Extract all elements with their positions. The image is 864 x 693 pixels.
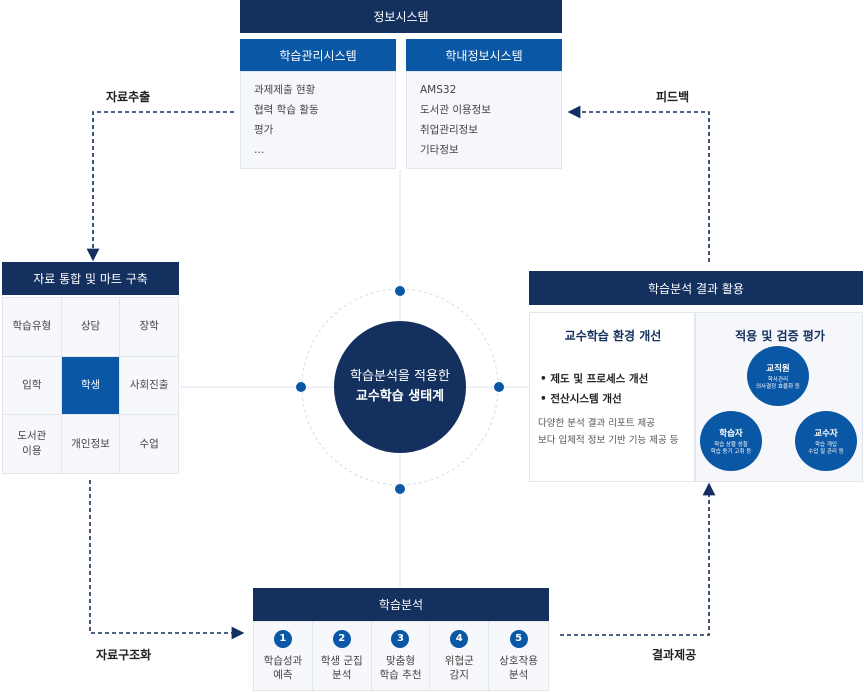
step-label: 학생 군집 (320, 655, 363, 667)
step-label: 상호작용 (499, 655, 538, 667)
step-label: 학습 추천 (379, 669, 422, 681)
improve-desc: 다양한 분석 결과 리포트 제공 보다 입체적 정보 기반 기능 제공 등 (538, 415, 678, 449)
step-label: 감지 (449, 669, 469, 681)
step-label: 위협군 (444, 655, 474, 667)
center-circle: 학습분석을 적용한 교수학습 생태계 (334, 321, 466, 453)
campus-header: 학내정보시스템 (406, 39, 562, 71)
list-item: • 전산시스템 개선 (540, 393, 622, 405)
analysis-steps: 1 학습성과 예측 2 학생 군집 분석 3 맞춤형 학습 추천 4 위협군 감… (253, 621, 549, 691)
bubble-title: 교수자 (814, 428, 838, 439)
list-item: 협력 학습 활동 (254, 104, 319, 116)
analysis-header: 학습분석 (253, 588, 549, 621)
analysis-step: 5 상호작용 분석 (489, 622, 548, 690)
step-number: 4 (450, 630, 469, 648)
improve-desc-line: 다양한 분석 결과 리포트 제공 (538, 418, 655, 429)
bubble-title: 교직원 (766, 363, 790, 374)
step-label: 분석 (332, 669, 352, 681)
ring-dot-right (494, 382, 504, 392)
list-item: … (254, 144, 265, 156)
lms-header: 학습관리시스템 (240, 39, 396, 71)
structure-label: 자료구조화 (96, 648, 152, 662)
mart-cell-learning-type: 학습유형 (3, 298, 62, 357)
bubble-text: 수업 질 관리 등 (808, 448, 844, 455)
list-item: • 제도 및 프로세스 개선 (540, 373, 649, 385)
lms-list: 과제제출 현황 협력 학습 활동 평가 … (240, 71, 396, 169)
result-arrow (560, 482, 716, 636)
bubble-text: 학습 동기 고취 등 (710, 448, 752, 455)
analysis-step: 3 맞춤형 학습 추천 (372, 622, 431, 690)
data-mart-header: 자료 통합 및 마트 구축 (2, 262, 179, 295)
improve-bullets: • 제도 및 프로세스 개선 • 전산시스템 개선 (540, 369, 648, 409)
mart-cell-career: 사회진출 (120, 356, 179, 416)
info-system-header: 정보시스템 (240, 0, 562, 33)
step-label: 분석 (508, 669, 529, 681)
mart-cell-admission: 입학 (3, 356, 62, 416)
mart-cell-class: 수업 (120, 415, 179, 474)
step-label: 예측 (273, 669, 293, 681)
ring-dot-bottom (395, 484, 405, 494)
result-label: 결과제공 (652, 648, 697, 662)
data-mart-grid: 학습유형 상담 장학 입학 학생 사회진출 도서관 이용 개인정보 수업 (2, 297, 179, 474)
improve-box: 교수학습 환경 개선 • 제도 및 프로세스 개선 • 전산시스템 개선 다양한… (529, 312, 695, 482)
mart-cell-counseling: 상담 (61, 298, 121, 357)
step-number: 2 (332, 630, 351, 648)
feedback-arrow (567, 105, 710, 262)
bubble-learner: 학습자 학습 상황 성찰 학습 동기 고취 등 (700, 411, 762, 471)
mart-cell-scholarship: 장학 (120, 298, 179, 357)
list-item: 평가 (254, 124, 274, 136)
analysis-step: 2 학생 군집 분석 (313, 622, 372, 690)
mart-cell-student: 학생 (61, 356, 121, 416)
bubble-text: 의사결정 효율화 등 (756, 383, 800, 390)
analysis-step: 4 위협군 감지 (430, 622, 490, 690)
ring-dot-left (296, 382, 306, 392)
list-item: 기타정보 (420, 144, 459, 156)
step-label: 맞춤형 (386, 655, 415, 667)
structure-arrow (89, 480, 245, 640)
bubble-text: 학습 상황 성찰 (714, 441, 748, 448)
step-number: 5 (509, 630, 528, 648)
improve-title: 교수학습 환경 개선 (564, 329, 662, 343)
step-number: 3 (391, 630, 410, 648)
center-line2: 교수학습 생태계 (355, 389, 445, 404)
bubble-text: 학사관리 (767, 376, 789, 383)
mart-cell-personal: 개인정보 (61, 415, 121, 474)
list-item: 과제제출 현황 (254, 84, 316, 96)
bubble-professor: 교수자 학습 개입 수업 질 관리 등 (795, 411, 857, 471)
ring-dot-top (395, 286, 405, 296)
results-header: 학습분석 결과 활용 (529, 271, 863, 305)
bubble-title: 학습자 (719, 428, 743, 439)
analysis-step: 1 학습성과 예측 (254, 622, 313, 690)
improve-desc-line: 보다 입체적 정보 기반 기능 제공 등 (538, 435, 679, 446)
step-label: 학습성과 (263, 655, 303, 667)
list-item: AMS32 (420, 84, 457, 96)
mart-cell-library: 도서관 이용 (3, 415, 62, 474)
feedback-label: 피드백 (656, 90, 690, 104)
step-number: 1 (273, 630, 292, 648)
campus-list: AMS32 도서관 이용정보 취업관리정보 기타정보 (406, 71, 562, 169)
list-item: 도서관 이용정보 (420, 104, 491, 116)
bubble-staff: 교직원 학사관리 의사결정 효율화 등 (747, 346, 809, 406)
list-item: 취업관리정보 (420, 124, 478, 136)
extract-arrow (86, 111, 234, 262)
center-line1: 학습분석을 적용한 (350, 369, 450, 384)
extract-label: 자료추출 (106, 90, 151, 104)
bubble-text: 학습 개입 (815, 441, 837, 448)
eval-title: 적용 및 검증 평가 (735, 329, 825, 343)
